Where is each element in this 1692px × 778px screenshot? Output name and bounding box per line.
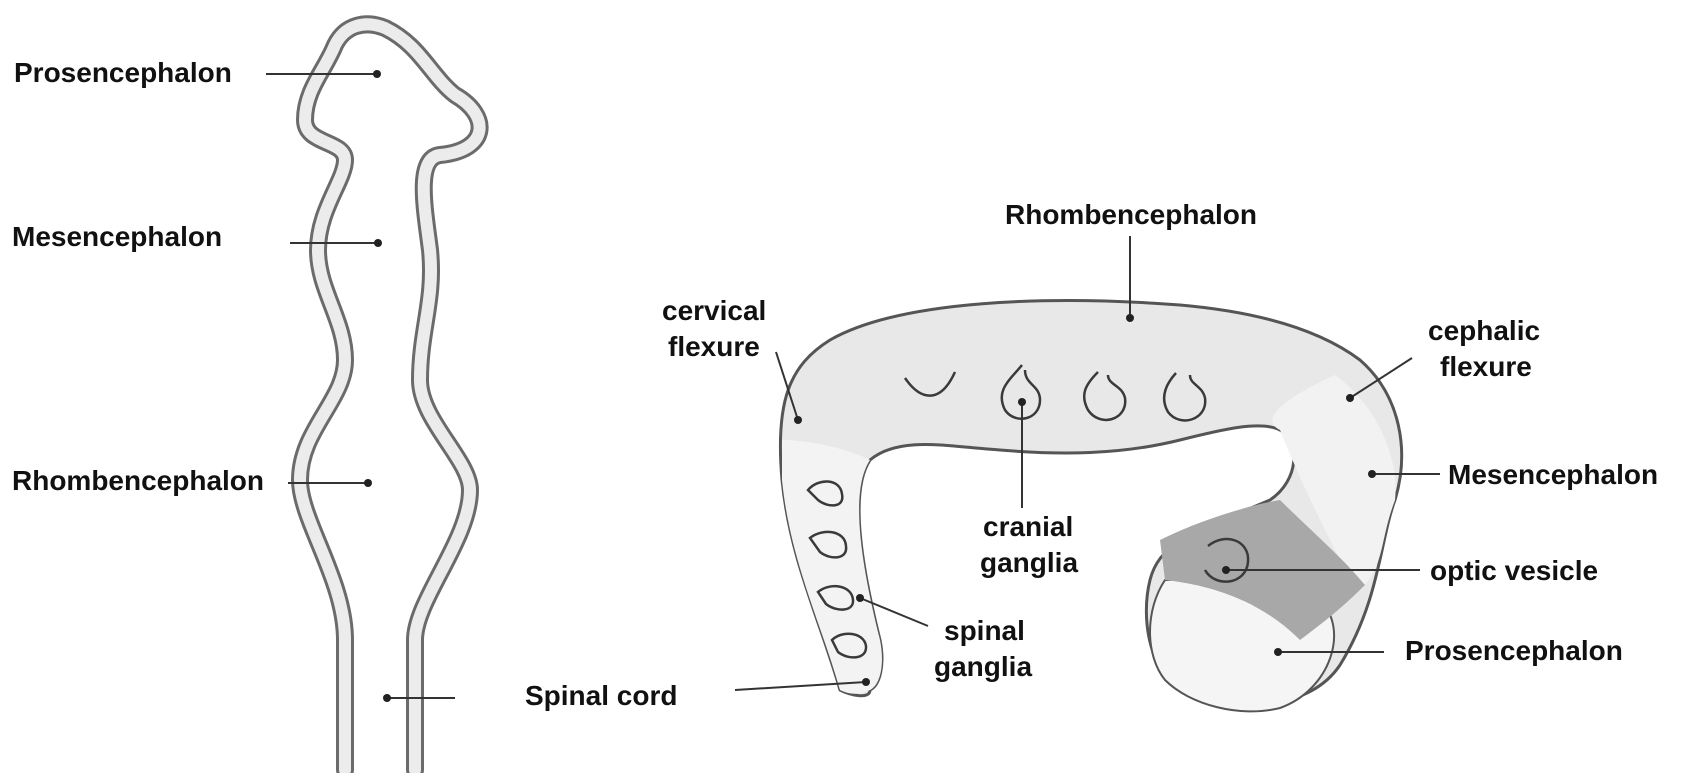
left-mesencephalon-dot bbox=[374, 239, 382, 247]
cephalic-flexure-label-2: flexure bbox=[1440, 351, 1532, 382]
cervical-flexure-label: cervical bbox=[662, 295, 766, 326]
cranial-ganglia-label: cranial bbox=[983, 511, 1073, 542]
optic-vesicle-label: optic vesicle bbox=[1430, 555, 1598, 586]
cephalic-flexure-dot bbox=[1346, 394, 1354, 402]
left-rhombencephalon-dot bbox=[364, 479, 372, 487]
cervical-flexure-line-1: cervical bbox=[662, 295, 766, 326]
spinal-cord-dot bbox=[862, 678, 870, 686]
right-rhombencephalon-dot bbox=[1126, 314, 1134, 322]
spinal-ganglia-label: spinal bbox=[944, 615, 1025, 646]
spinal-region-shading bbox=[782, 440, 882, 694]
neural-tube-diagram: Prosencephalon Mesencephalon Rhombenceph… bbox=[12, 24, 480, 770]
left-mesencephalon-label: Mesencephalon bbox=[12, 221, 222, 252]
cephalic-flexure-label: cephalic bbox=[1428, 315, 1540, 346]
optic-vesicle-dot bbox=[1222, 566, 1230, 574]
left-prosencephalon-label: Prosencephalon bbox=[14, 57, 232, 88]
right-rhombencephalon-label: Rhombencephalon bbox=[1005, 199, 1257, 230]
right-mesencephalon-label: Mesencephalon bbox=[1448, 459, 1658, 490]
right-prosencephalon-dot bbox=[1274, 648, 1282, 656]
cephalic-flexure-line-2: flexure bbox=[1440, 351, 1532, 382]
right-prosencephalon-label: Prosencephalon bbox=[1405, 635, 1623, 666]
spinal-ganglia-dot bbox=[856, 594, 864, 602]
cranial-ganglia-line-2: ganglia bbox=[980, 547, 1078, 578]
flexed-brain-diagram: Rhombencephalon cervical flexure cephali… bbox=[525, 199, 1658, 711]
left-spinal-cord-dot bbox=[383, 694, 391, 702]
cephalic-flexure-line-1: cephalic bbox=[1428, 315, 1540, 346]
spinal-ganglia-label-2: ganglia bbox=[934, 651, 1032, 682]
right-mesencephalon-dot bbox=[1368, 470, 1376, 478]
cervical-flexure-dot bbox=[794, 416, 802, 424]
cranial-ganglia-line-1: cranial bbox=[983, 511, 1073, 542]
cervical-flexure-label-2: flexure bbox=[668, 331, 760, 362]
neural-tube-lumen bbox=[300, 24, 480, 770]
left-rhombencephalon-label: Rhombencephalon bbox=[12, 465, 264, 496]
spinal-ganglia-line-2: ganglia bbox=[934, 651, 1032, 682]
cervical-flexure-line-2: flexure bbox=[668, 331, 760, 362]
cranial-ganglia-label-2: ganglia bbox=[980, 547, 1078, 578]
spinal-cord-label: Spinal cord bbox=[525, 680, 677, 711]
spinal-ganglia-line-1: spinal bbox=[944, 615, 1025, 646]
left-prosencephalon-dot bbox=[373, 70, 381, 78]
cranial-ganglia-dot bbox=[1018, 398, 1026, 406]
